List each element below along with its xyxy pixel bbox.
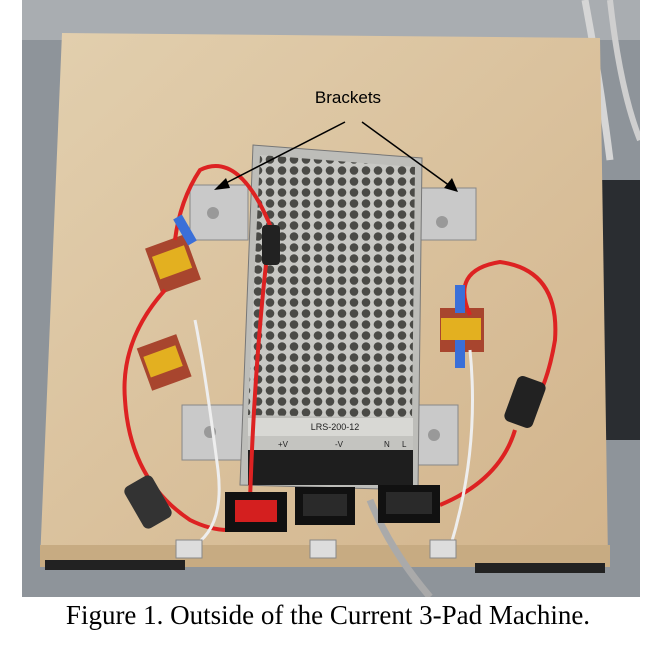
- terminal-label: -V: [335, 440, 344, 449]
- resistor: [136, 334, 192, 391]
- machine-photo: LRS-200-12 +V -V N L Brackets: [22, 0, 640, 597]
- fuse-holder: [124, 475, 172, 529]
- rocker-switch-red: [225, 492, 287, 532]
- bracket-top-left: [189, 184, 249, 241]
- power-supply: LRS-200-12 +V -V N L: [239, 144, 423, 491]
- bracket-top-right: [417, 187, 477, 241]
- figure-caption: Figure 1. Outside of the Current 3-Pad M…: [65, 600, 591, 630]
- brackets-annotation: Brackets: [315, 88, 381, 107]
- terminal-label: N: [384, 440, 390, 449]
- terminal-label: L: [402, 440, 407, 449]
- psu-model-label: LRS-200-12: [311, 422, 360, 432]
- fuse-holder: [504, 376, 546, 428]
- terminal-label: +V: [278, 440, 289, 449]
- resistor: [145, 234, 201, 294]
- bracket-bottom-right: [417, 404, 459, 466]
- rocker-switch: [378, 485, 440, 523]
- rocker-switch: [295, 487, 355, 525]
- annotation-arrows: [214, 121, 458, 192]
